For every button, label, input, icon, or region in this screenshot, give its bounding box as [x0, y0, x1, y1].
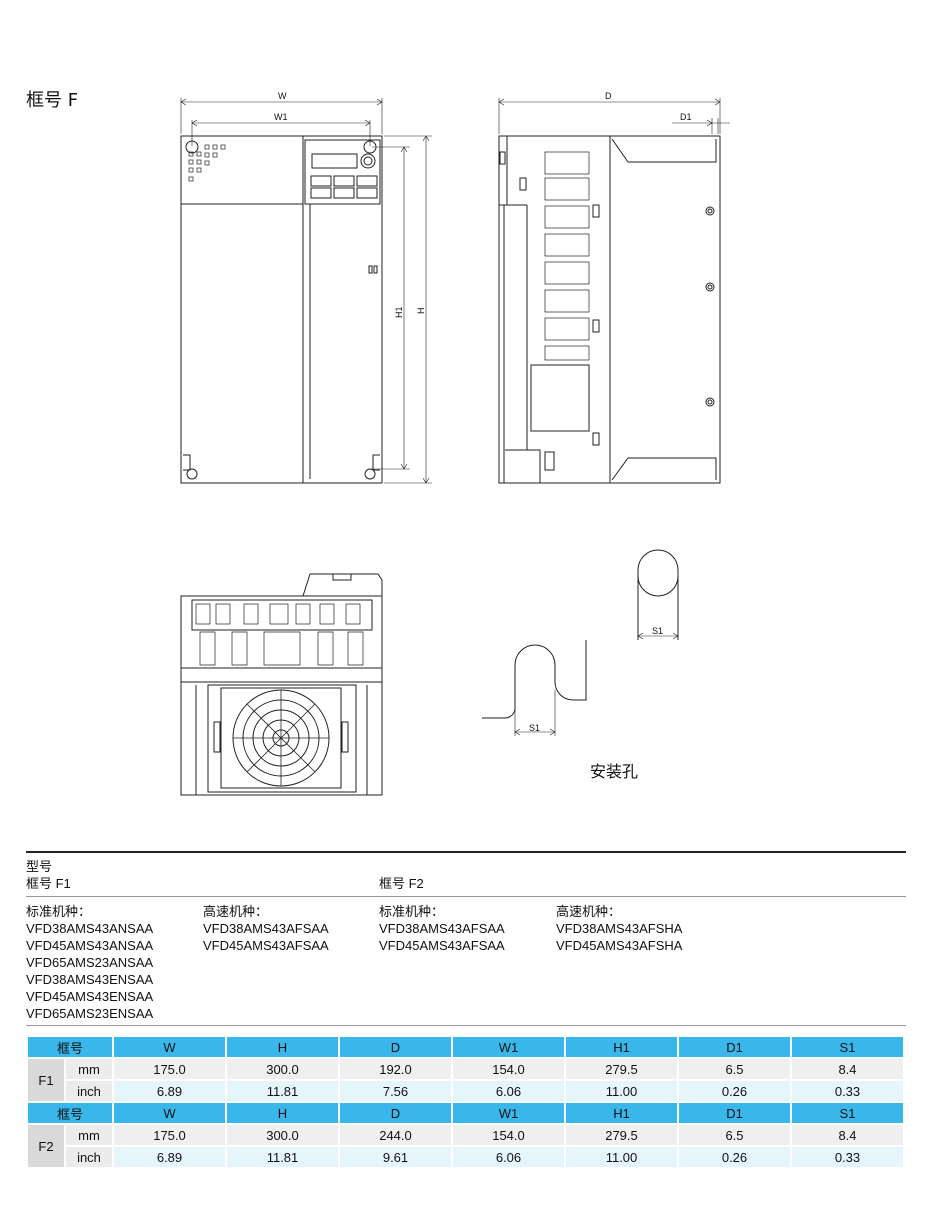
value-cell: 300.0 [227, 1125, 338, 1145]
model-heading: 型号 [26, 859, 53, 874]
side-view: D D1 [498, 91, 730, 484]
table-header-cell: H1 [566, 1103, 677, 1123]
table-row: F1 mm 175.0 300.0 192.0 154.0 279.5 6.5 … [28, 1059, 903, 1101]
value-cell: 192.0 [340, 1059, 451, 1079]
value-cell: 244.0 [340, 1125, 451, 1145]
section-rule-bottom [26, 1025, 906, 1026]
dim-h-label: H [416, 308, 426, 315]
unit-cell: inch [66, 1081, 112, 1101]
model-item: VFD38AMS43AFSAA [379, 921, 505, 936]
frame-title: 框号 F [26, 90, 79, 111]
dim-d1-label: D1 [680, 112, 692, 122]
f1-standard-models: 标准机种： VFD38AMS43ANSAA VFD45AMS43ANSAA VF… [26, 903, 153, 1022]
frame-f2-label: 框号 F2 [379, 876, 424, 891]
dimension-drawing: W W1 H1 [180, 91, 730, 796]
dim-s1-bottom-label: S1 [529, 723, 540, 733]
unit-cell: mm [66, 1125, 112, 1145]
value-cell: 154.0 [453, 1125, 564, 1145]
table-header-cell: S1 [792, 1103, 903, 1123]
model-item: VFD45AMS43AFSHA [556, 938, 683, 953]
value-cell: 7.56 [340, 1081, 451, 1101]
table-header-cell: H1 [566, 1037, 677, 1057]
value-cell: 0.33 [792, 1147, 903, 1167]
unit-cell: inch [66, 1147, 112, 1167]
f2-highspeed-models: 高速机种： VFD38AMS43AFSHA VFD45AMS43AFSHA [556, 903, 682, 954]
table-row: F2 mm 175.0 300.0 244.0 154.0 279.5 6.5 … [28, 1125, 903, 1167]
model-item: VFD65AMS23ANSAA [26, 955, 154, 970]
table-header-cell: H [227, 1037, 338, 1057]
table-header-cell: S1 [792, 1037, 903, 1057]
table-header-frame: 框号 [28, 1037, 112, 1057]
dimension-table: 框号 W H D W1 H1 D1 S1 F1 mm 175.0 300.0 1… [26, 1035, 905, 1169]
model-item: VFD38AMS43ENSAA [26, 972, 154, 987]
table-row: inch 6.89 11.81 7.56 6.06 11.00 0.26 0.3… [28, 1081, 903, 1101]
value-cell: 11.81 [227, 1081, 338, 1101]
value-cell: 11.81 [227, 1147, 338, 1167]
value-cell: 8.4 [792, 1059, 903, 1079]
f1-highspeed-models: 高速机种： VFD38AMS43AFSAA VFD45AMS43AFSAA [203, 903, 329, 954]
table-header-cell: W1 [453, 1037, 564, 1057]
dim-w-label: W [278, 91, 287, 101]
value-cell: 11.00 [566, 1147, 677, 1167]
value-cell: 279.5 [566, 1059, 677, 1079]
table-header-cell: D1 [679, 1103, 790, 1123]
model-item: VFD45AMS43ENSAA [26, 989, 154, 1004]
value-cell: 11.00 [566, 1081, 677, 1101]
table-header-cell: D1 [679, 1037, 790, 1057]
f2-standard-title: 标准机种： [379, 904, 445, 919]
value-cell: 0.26 [679, 1081, 790, 1101]
value-cell: 6.06 [453, 1081, 564, 1101]
dim-w1-label: W1 [274, 112, 288, 122]
frame-cell: F2 [28, 1125, 64, 1167]
table-row: inch 6.89 11.81 9.61 6.06 11.00 0.26 0.3… [28, 1147, 903, 1167]
section-rule-top [26, 851, 906, 853]
value-cell: 6.5 [679, 1125, 790, 1145]
table-header-cell: D [340, 1037, 451, 1057]
mounting-hole-label: 安装孔 [590, 762, 639, 781]
table-header-row: 框号 W H D W1 H1 D1 S1 [28, 1103, 903, 1123]
model-item: VFD45AMS43ANSAA [26, 938, 154, 953]
table-header-cell: W1 [453, 1103, 564, 1123]
mounting-hole-detail: S1 S1 [482, 549, 679, 736]
frame-f1-label: 框号 F1 [26, 876, 71, 891]
f1-standard-title: 标准机种： [26, 904, 92, 919]
table-header-row: 框号 W H D W1 H1 D1 S1 [28, 1037, 903, 1057]
model-item: VFD45AMS43AFSAA [379, 938, 505, 953]
value-cell: 175.0 [114, 1125, 225, 1145]
value-cell: 6.89 [114, 1081, 225, 1101]
model-item: VFD38AMS43ANSAA [26, 921, 154, 936]
dim-s1-top-label: S1 [652, 626, 663, 636]
front-view: W W1 H1 [180, 91, 432, 484]
frame-cell: F1 [28, 1059, 64, 1101]
section-rule-mid [26, 896, 906, 897]
value-cell: 6.06 [453, 1147, 564, 1167]
table-header-cell: D [340, 1103, 451, 1123]
model-item: VFD38AMS43AFSHA [556, 921, 683, 936]
f1-highspeed-title: 高速机种： [203, 904, 269, 919]
table-header-cell: W [114, 1103, 225, 1123]
f2-highspeed-title: 高速机种： [556, 904, 622, 919]
model-item: VFD65AMS23ENSAA [26, 1006, 154, 1021]
value-cell: 9.61 [340, 1147, 451, 1167]
f2-standard-models: 标准机种： VFD38AMS43AFSAA VFD45AMS43AFSAA [379, 903, 505, 954]
value-cell: 300.0 [227, 1059, 338, 1079]
value-cell: 6.89 [114, 1147, 225, 1167]
dim-d-label: D [605, 91, 612, 101]
value-cell: 6.5 [679, 1059, 790, 1079]
value-cell: 0.26 [679, 1147, 790, 1167]
value-cell: 175.0 [114, 1059, 225, 1079]
model-item: VFD38AMS43AFSAA [203, 921, 329, 936]
unit-cell: mm [66, 1059, 112, 1079]
table-header-frame: 框号 [28, 1103, 112, 1123]
bottom-view [180, 573, 383, 796]
dim-h1-label: H1 [394, 306, 404, 318]
table-header-cell: H [227, 1103, 338, 1123]
value-cell: 0.33 [792, 1081, 903, 1101]
value-cell: 279.5 [566, 1125, 677, 1145]
value-cell: 8.4 [792, 1125, 903, 1145]
value-cell: 154.0 [453, 1059, 564, 1079]
table-header-cell: W [114, 1037, 225, 1057]
model-item: VFD45AMS43AFSAA [203, 938, 329, 953]
